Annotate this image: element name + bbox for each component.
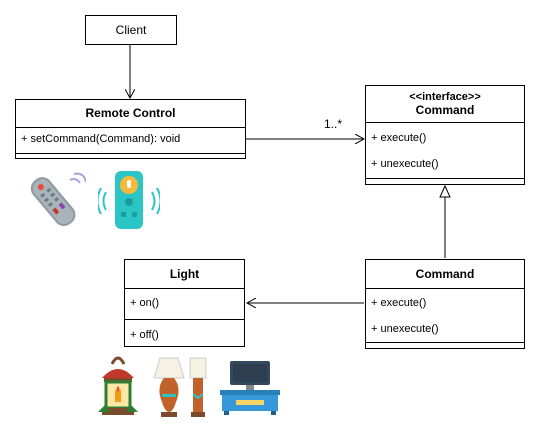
command-interface-operations: + execute() + unexecute() [366, 123, 524, 179]
light-operations-on: + on() [125, 289, 244, 320]
operation-on: + on() [130, 297, 160, 309]
light-header: Light [125, 260, 244, 289]
interface-stereotype: <<interface>> [409, 91, 481, 103]
operation-unexecute: + unexecute() [371, 158, 439, 170]
command-header: Command [366, 260, 524, 289]
command-interface-footer [366, 179, 524, 184]
command-operations: + execute() + unexecute() [366, 289, 524, 343]
operation-off: + off() [130, 329, 159, 341]
operation-execute: + execute() [371, 297, 427, 309]
operation-set-command: + setCommand(Command): void [21, 133, 181, 145]
client-label: Client [115, 23, 147, 37]
table-lamp-icon [153, 357, 207, 417]
realization-triangle [439, 184, 451, 198]
tv-remote-icon [30, 172, 86, 227]
remote-control-operations: + setCommand(Command): void [16, 128, 245, 154]
operation-execute: + execute() [371, 132, 427, 144]
lantern-icon [98, 356, 138, 415]
light-title: Light [169, 267, 200, 281]
command-interface-class[interactable]: <<interface>> Command + execute() + unex… [365, 85, 525, 185]
remote-control-class[interactable]: Remote Control + setCommand(Command): vo… [15, 99, 246, 159]
command-interface-title: Command [415, 103, 475, 117]
remote-control-footer [16, 154, 245, 158]
client-box[interactable]: Client [85, 15, 177, 45]
command-interface-header: <<interface>> Command [366, 86, 524, 123]
light-class[interactable]: Light + on() + off() [124, 259, 245, 347]
voice-remote-icon [98, 171, 160, 229]
association-multiplicity: 1..* [324, 117, 343, 131]
television-icon [220, 361, 280, 415]
command-class[interactable]: Command + execute() + unexecute() [365, 259, 525, 349]
remote-control-header: Remote Control [16, 100, 245, 128]
command-title: Command [415, 267, 475, 281]
operation-unexecute: + unexecute() [371, 323, 439, 335]
command-footer [366, 343, 524, 348]
light-operations-off: + off() [125, 320, 244, 346]
remote-control-title: Remote Control [85, 106, 176, 120]
